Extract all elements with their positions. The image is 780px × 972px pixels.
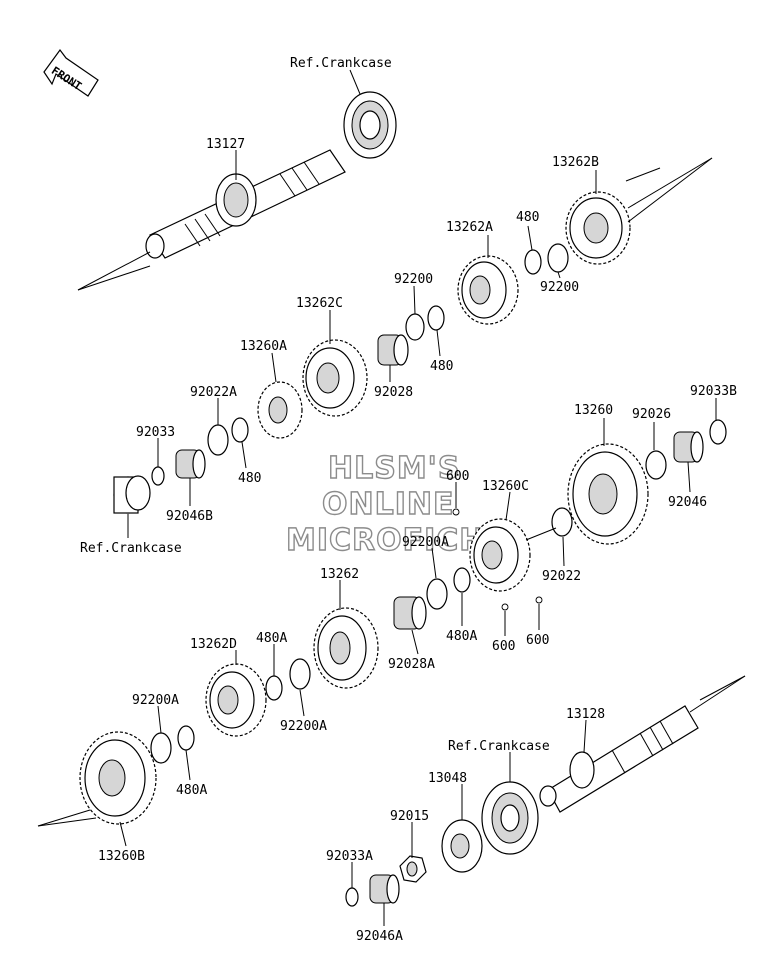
ball-600-c	[535, 596, 543, 604]
needle-bearing-92046	[673, 431, 704, 463]
needle-bearing-92046A	[369, 874, 400, 904]
label-ref-crankcase-left: Ref.Crankcase	[80, 541, 182, 556]
circlip-480-mid	[427, 305, 445, 331]
label-92046B: 92046B	[166, 509, 213, 524]
washer-92022A	[207, 424, 229, 456]
gear-13260A	[257, 381, 303, 439]
label-13262: 13262	[320, 567, 359, 582]
label-480-a: 480	[516, 210, 539, 225]
label-13260A: 13260A	[240, 339, 287, 354]
label-92200A-c: 92200A	[132, 693, 179, 708]
label-480A-c: 480A	[176, 783, 207, 798]
label-92033A: 92033A	[326, 849, 373, 864]
circlip-92033B	[709, 419, 727, 445]
circlip-480A-mid	[453, 567, 471, 593]
label-13262D: 13262D	[190, 637, 237, 652]
gear-13260C	[469, 518, 531, 592]
circlip-480A-left	[177, 725, 195, 751]
label-13262A: 13262A	[446, 220, 493, 235]
front-arrow-icon: FRONT	[43, 48, 99, 97]
label-600-a: 600	[446, 469, 469, 484]
label-600-b: 600	[492, 639, 515, 654]
bearing-top	[343, 91, 397, 159]
label-92028: 92028	[374, 385, 413, 400]
gear-13260	[567, 443, 649, 545]
circlip-480-left	[231, 417, 249, 443]
circlip-480A-top	[265, 675, 283, 701]
label-92028A: 92028A	[388, 657, 435, 672]
label-92200A-b: 92200A	[280, 719, 327, 734]
circlip-480-top	[524, 249, 542, 275]
bearing-left	[113, 475, 151, 514]
needle-bearing-92028A	[393, 596, 427, 630]
label-92046A: 92046A	[356, 929, 403, 944]
hub-13048	[441, 819, 483, 873]
label-13262C: 13262C	[296, 296, 343, 311]
washer-92022	[551, 507, 573, 537]
label-92200-b: 92200	[540, 280, 579, 295]
needle-bearing-92046B	[175, 449, 206, 479]
label-13260B: 13260B	[98, 849, 145, 864]
label-92022: 92022	[542, 569, 581, 584]
gear-13262A	[457, 255, 519, 325]
washer-92026	[645, 450, 667, 480]
main-shaft-13127	[77, 149, 346, 291]
label-92015: 92015	[390, 809, 429, 824]
label-92033B: 92033B	[690, 384, 737, 399]
washer-92200-top	[547, 243, 569, 273]
washer-92200A-left	[150, 732, 172, 764]
label-600-c: 600	[526, 633, 549, 648]
needle-bearing-92028	[377, 334, 409, 366]
circlip-92033	[151, 466, 165, 486]
drive-shaft-13128	[539, 675, 746, 813]
watermark-line-2: ONLINE	[322, 487, 455, 522]
label-480-c: 480	[238, 471, 261, 486]
label-13128: 13128	[566, 707, 605, 722]
ball-600-b	[501, 603, 509, 611]
part-labels: Ref.Crankcase 13127 13262B 480 13262A 92…	[80, 56, 737, 944]
label-92022A: 92022A	[190, 385, 237, 400]
washer-92200A-mid	[426, 578, 448, 610]
washer-92200-mid	[405, 313, 425, 341]
label-92026: 92026	[632, 407, 671, 422]
label-ref-crankcase-top: Ref.Crankcase	[290, 56, 392, 71]
ball-600-a	[452, 508, 460, 516]
label-13260C: 13260C	[482, 479, 529, 494]
label-13260: 13260	[574, 403, 613, 418]
gear-13262C	[302, 339, 368, 417]
label-480A-b: 480A	[256, 631, 287, 646]
leader-lines	[119, 69, 717, 926]
bearing-bottom	[481, 781, 539, 855]
label-92033: 92033	[136, 425, 175, 440]
label-13048: 13048	[428, 771, 467, 786]
nut-92015	[399, 855, 427, 883]
label-480-b: 480	[430, 359, 453, 374]
washer-92200A-right	[289, 658, 311, 690]
gear-13260B	[37, 731, 157, 827]
label-13262B: 13262B	[552, 155, 599, 170]
gear-13262D	[205, 663, 267, 737]
gear-13262	[313, 607, 379, 689]
label-92200-a: 92200	[394, 272, 433, 287]
label-ref-crankcase-bottom: Ref.Crankcase	[448, 739, 550, 754]
label-92200A-a: 92200A	[402, 535, 449, 550]
label-92046: 92046	[668, 495, 707, 510]
gear-13262B	[565, 157, 713, 265]
label-13127: 13127	[206, 137, 245, 152]
circlip-92033A	[345, 887, 359, 907]
watermark-line-1: HLSM'S	[328, 451, 460, 486]
label-480A-a: 480A	[446, 629, 477, 644]
